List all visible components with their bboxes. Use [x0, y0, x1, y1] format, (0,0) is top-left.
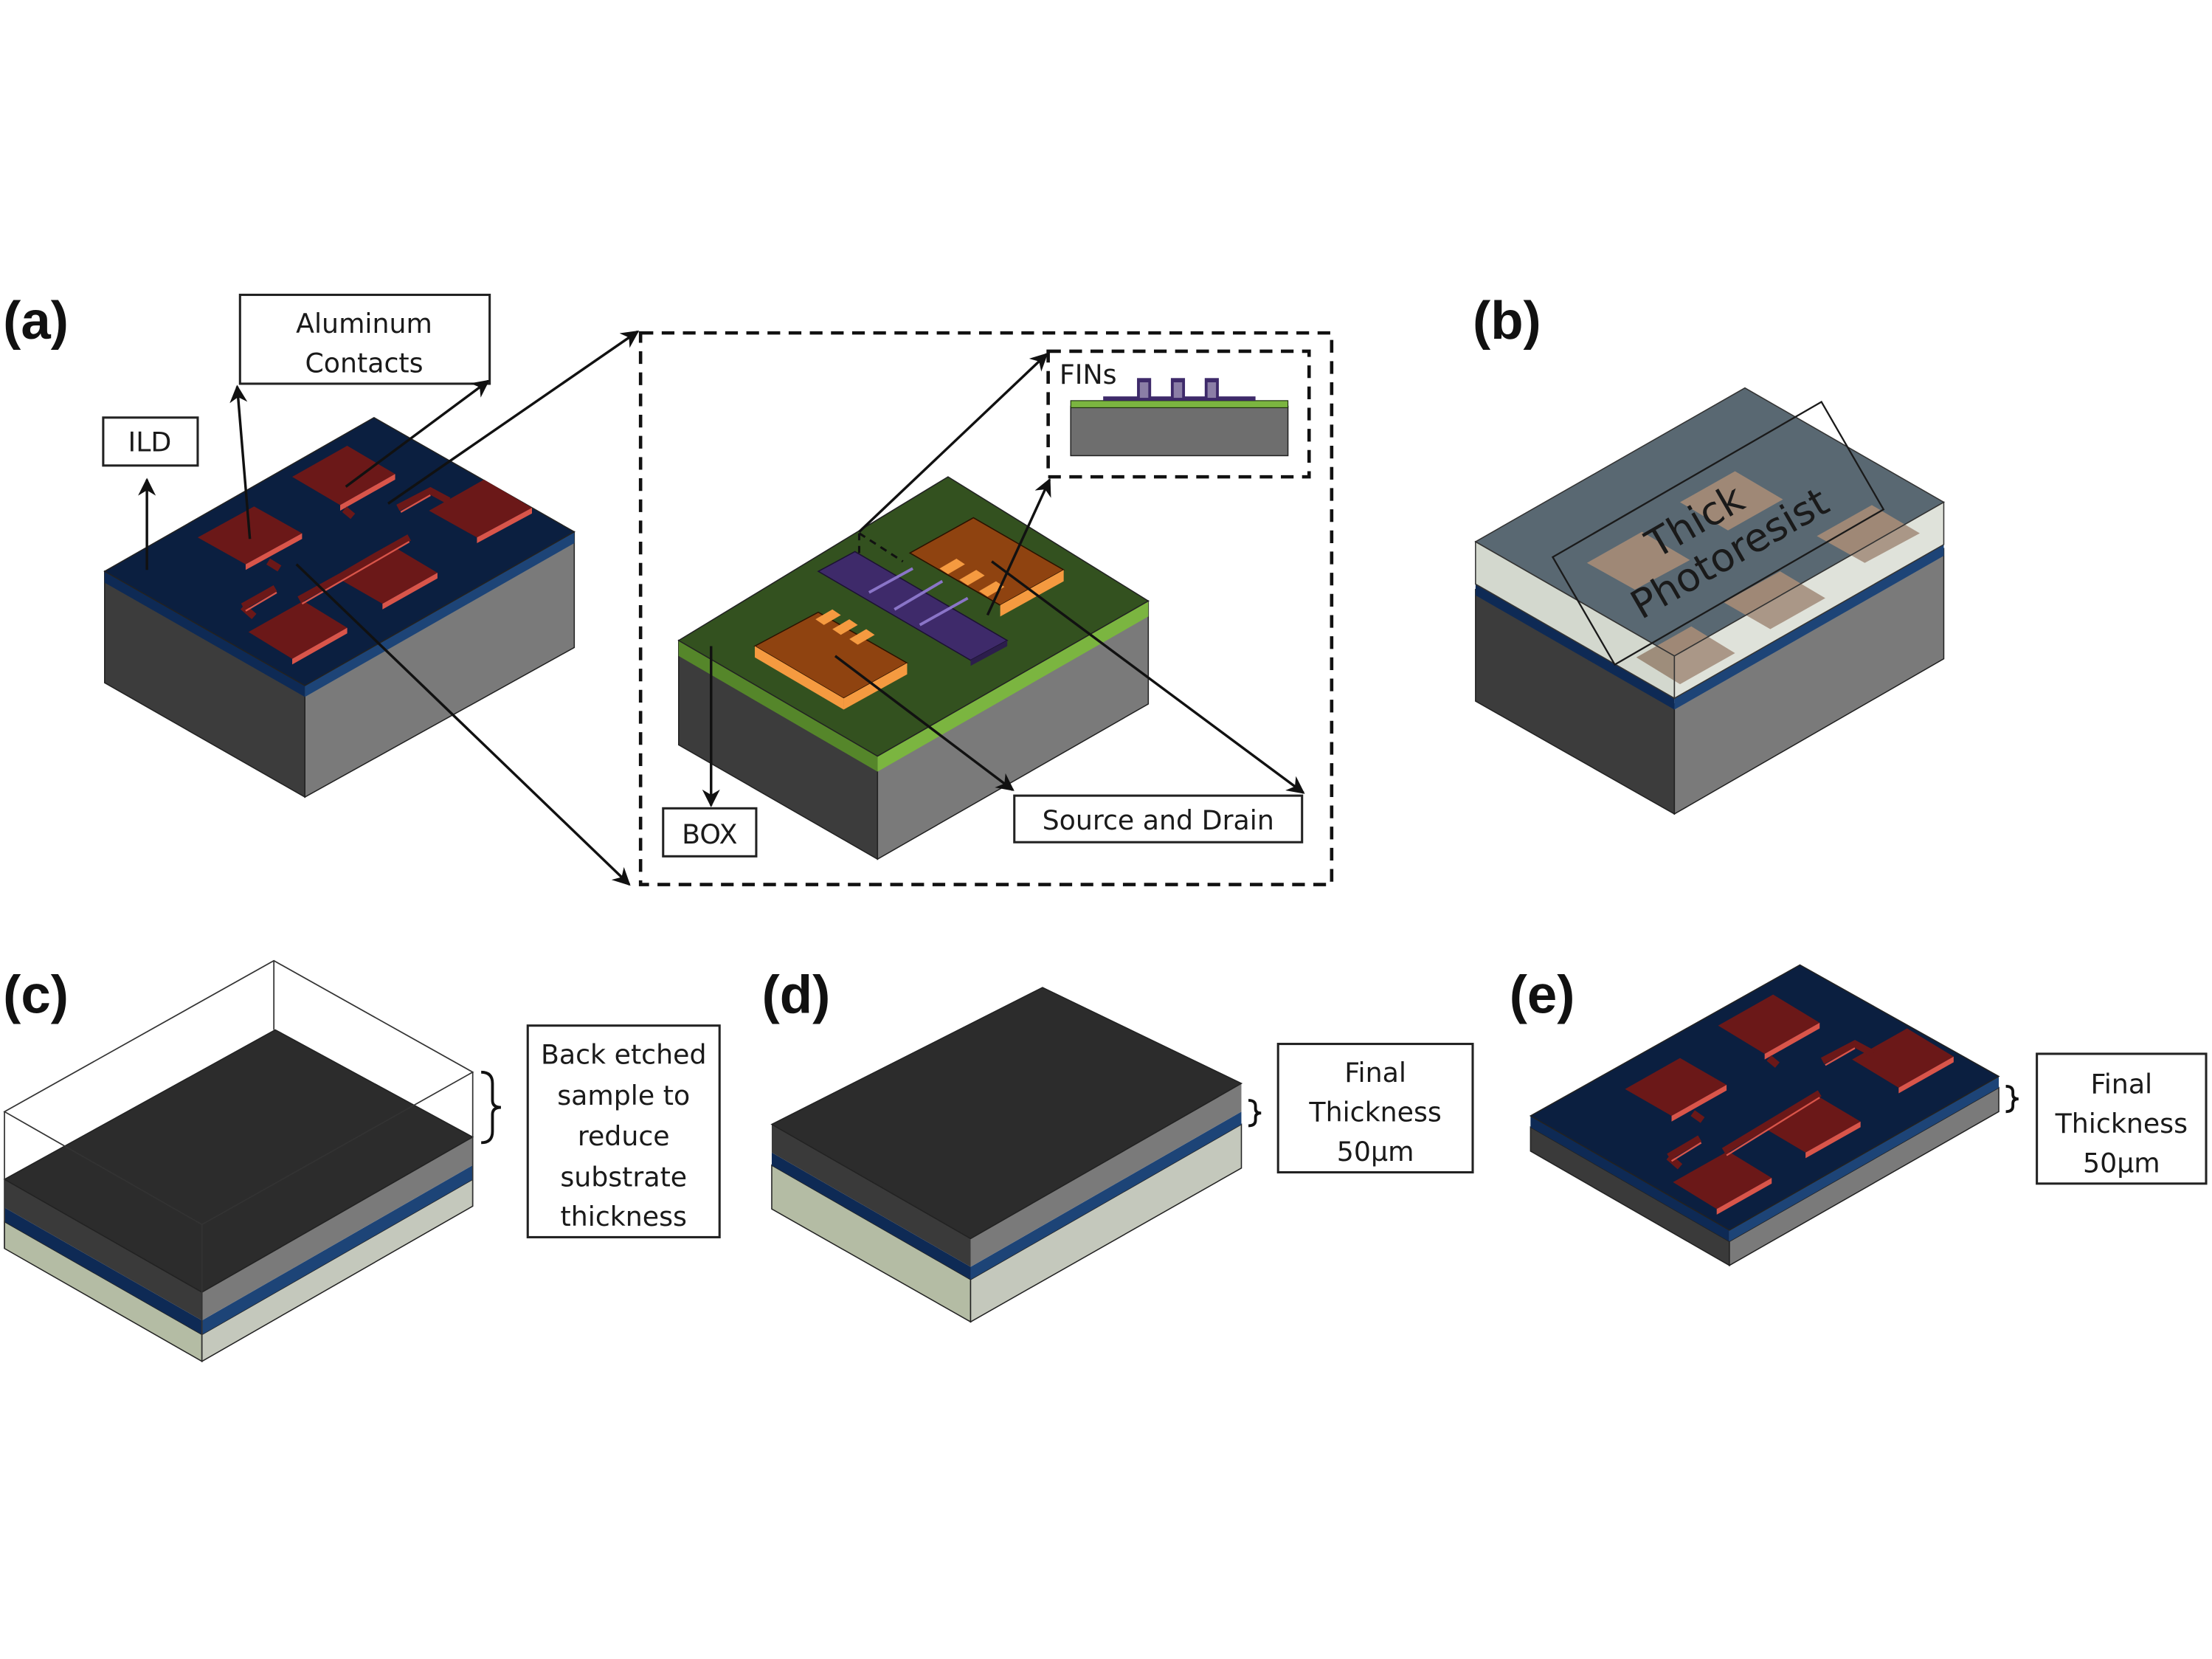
contact-pad — [292, 446, 395, 511]
final-thickness-d-line-1: Final — [1344, 1057, 1406, 1089]
ild-left-edge — [771, 1152, 971, 1280]
back-etched-line-5: thickness — [561, 1201, 687, 1232]
back-etched-line-1: Back etched — [541, 1038, 707, 1070]
fins-label: FINs — [1060, 359, 1117, 390]
panel-a: (a) — [3, 291, 1334, 886]
contact-pad — [1760, 1094, 1861, 1159]
zoom-line-top — [387, 330, 640, 505]
substrate-right-face — [1729, 1086, 2000, 1266]
back-etched-line-2: sample to — [557, 1080, 690, 1111]
ild-left-edge — [1530, 1116, 1729, 1242]
thinned-top — [770, 987, 1243, 1240]
final-thickness-d-callout-box — [1276, 1043, 1474, 1174]
box-layer-right-edge — [877, 601, 1149, 772]
panel-b: (b) Thick Photoresist — [1473, 291, 1946, 815]
ild-left-edge — [4, 1207, 202, 1335]
fins-inset-border — [1046, 349, 1311, 479]
ild-right-edge — [970, 1111, 1242, 1280]
drain-pad — [908, 517, 1065, 617]
transistor-inset: FINs BOX Source and Drain — [638, 331, 1334, 886]
substrate-left-face — [4, 1179, 202, 1321]
contact-pad — [1718, 994, 1820, 1060]
contacts-arrow-1 — [229, 384, 252, 539]
source-drain-callout-text: Source and Drain — [1043, 804, 1274, 836]
aluminum-contacts — [1625, 994, 1954, 1215]
final-thickness-d-line-3: 50µm — [1337, 1136, 1414, 1167]
contact-pad — [429, 479, 532, 543]
source-drain-arrow-1 — [834, 655, 1015, 791]
final-thickness-e-line-2: Thickness — [2055, 1108, 2188, 1139]
ild-top-face — [1529, 964, 2000, 1231]
photoresist-right — [1673, 501, 1945, 700]
original-block-outline — [3, 959, 474, 1362]
inset-dashed-border — [638, 331, 1334, 886]
contact-pad — [336, 545, 438, 610]
back-etched-callout-box — [526, 1024, 721, 1238]
contact-pad — [1852, 1028, 1954, 1094]
substrate-right-face — [970, 1083, 1242, 1267]
panel-label-d: (d) — [762, 965, 831, 1025]
aluminum-contacts — [197, 446, 532, 665]
box-callout-box — [662, 807, 758, 858]
handle-right — [970, 1123, 1242, 1323]
source-drain-arrow-2 — [991, 560, 1305, 794]
final-thickness-e-line-3: 50µm — [2083, 1148, 2160, 1179]
substrate-left-face — [771, 1124, 971, 1267]
panel-d: (d) Final Thickness 50µm — [762, 965, 1474, 1323]
source-drain-callout-box — [1013, 794, 1304, 844]
final-thickness-e-line-1: Final — [2090, 1068, 2152, 1100]
final-thickness-d-line-2: Thickness — [1308, 1097, 1441, 1128]
substrate-right-face — [201, 1137, 473, 1321]
panel-c: (c) Back etched sample to reduce substra… — [3, 959, 721, 1362]
box-layer-left-edge — [678, 640, 878, 772]
panel-e: (e) — [1510, 964, 2208, 1266]
ild-right-edge — [305, 531, 575, 697]
aluminum-contacts-callout-box — [238, 293, 491, 385]
panel-label-e: (e) — [1510, 965, 1575, 1025]
contact-pad — [1625, 1058, 1727, 1122]
panel-label-c: (c) — [3, 965, 69, 1025]
panel-label-a: (a) — [3, 291, 69, 351]
fins-arrow-2 — [986, 477, 1051, 616]
source-drain-extensions — [815, 558, 1005, 645]
cross-section-cut — [857, 532, 904, 563]
aluminum-contacts-line-1: Aluminum — [296, 308, 432, 339]
fins-cross-section — [1070, 378, 1289, 457]
ild-right-edge — [1729, 1076, 2000, 1242]
interconnect-traces — [1666, 1040, 1876, 1170]
final-thickness-e-callout-box — [2036, 1052, 2208, 1185]
contacts-arrow-2 — [345, 379, 490, 488]
brace-icon — [2005, 1084, 2019, 1114]
back-etched-line-3: reduce — [578, 1120, 670, 1152]
fins — [868, 567, 969, 627]
brace-icon — [481, 1070, 502, 1145]
box-callout-text: BOX — [682, 818, 737, 850]
device-block-a — [103, 416, 576, 799]
ild-left-edge — [1475, 584, 1675, 710]
ild-callout-box — [102, 416, 199, 467]
panel-label-b: (b) — [1473, 291, 1541, 351]
contact-pad — [1673, 1151, 1772, 1215]
back-etched-line-4: substrate — [560, 1162, 687, 1193]
ild-top-face — [103, 416, 576, 686]
ild-top-under-resist — [1475, 387, 1944, 656]
contact-pad — [248, 601, 348, 665]
brace-icon — [1248, 1099, 1262, 1128]
ild-right-edge — [201, 1165, 473, 1335]
zoom-line-bottom — [295, 563, 631, 886]
ild-callout-text: ILD — [128, 427, 172, 458]
ild-left-edge — [104, 571, 305, 697]
aluminum-contacts-line-2: Contacts — [305, 348, 423, 379]
ild-right-edge — [1674, 544, 1944, 710]
fins-arrow-1 — [858, 353, 1048, 533]
